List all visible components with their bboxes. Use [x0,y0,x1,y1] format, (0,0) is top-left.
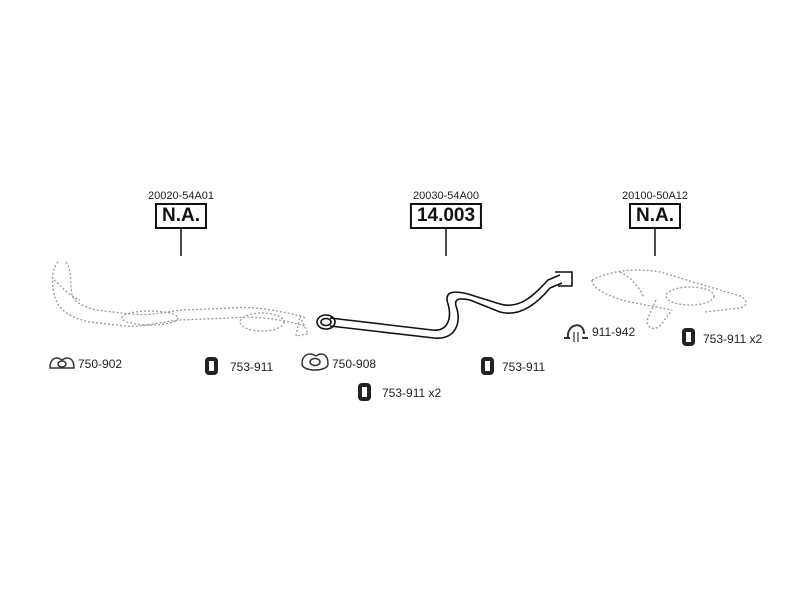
rubber-hanger-icon [682,328,695,346]
rubber-hanger-icon [205,357,218,375]
part-ref-box-1[interactable]: N.A. [155,203,207,229]
front-pipe-illustration [51,261,309,337]
rubber-hanger-icon [481,357,494,375]
accessory-label-753-911-a: 753-911 [230,360,274,374]
accessory-label-750-902: 750-902 [78,357,123,371]
middle-pipe-illustration [316,271,573,339]
accessory-label-753-911-x2-a: 753-911 x2 [382,386,442,400]
accessory-label-753-911-b: 753-911 [502,360,546,374]
oe-number-part-1: 20020-54A01 [147,190,215,202]
accessory-label-911-942: 911-942 [592,325,636,339]
flange-gasket-icon [301,353,329,371]
part-ref-box-3[interactable]: N.A. [629,203,681,229]
accessory-label-753-911-x2-b: 753-911 x2 [703,332,763,346]
accessory-label-750-908: 750-908 [332,357,377,371]
part-ref-box-2[interactable]: 14.003 [409,203,483,229]
flange-gasket-icon [49,357,75,369]
rear-silencer-illustration [591,269,747,330]
rubber-hanger-icon [358,383,371,401]
oe-number-part-2: 20030-54A00 [412,190,480,202]
pipe-clamp-icon [564,324,588,342]
oe-number-part-3: 20100-50A12 [621,190,689,202]
